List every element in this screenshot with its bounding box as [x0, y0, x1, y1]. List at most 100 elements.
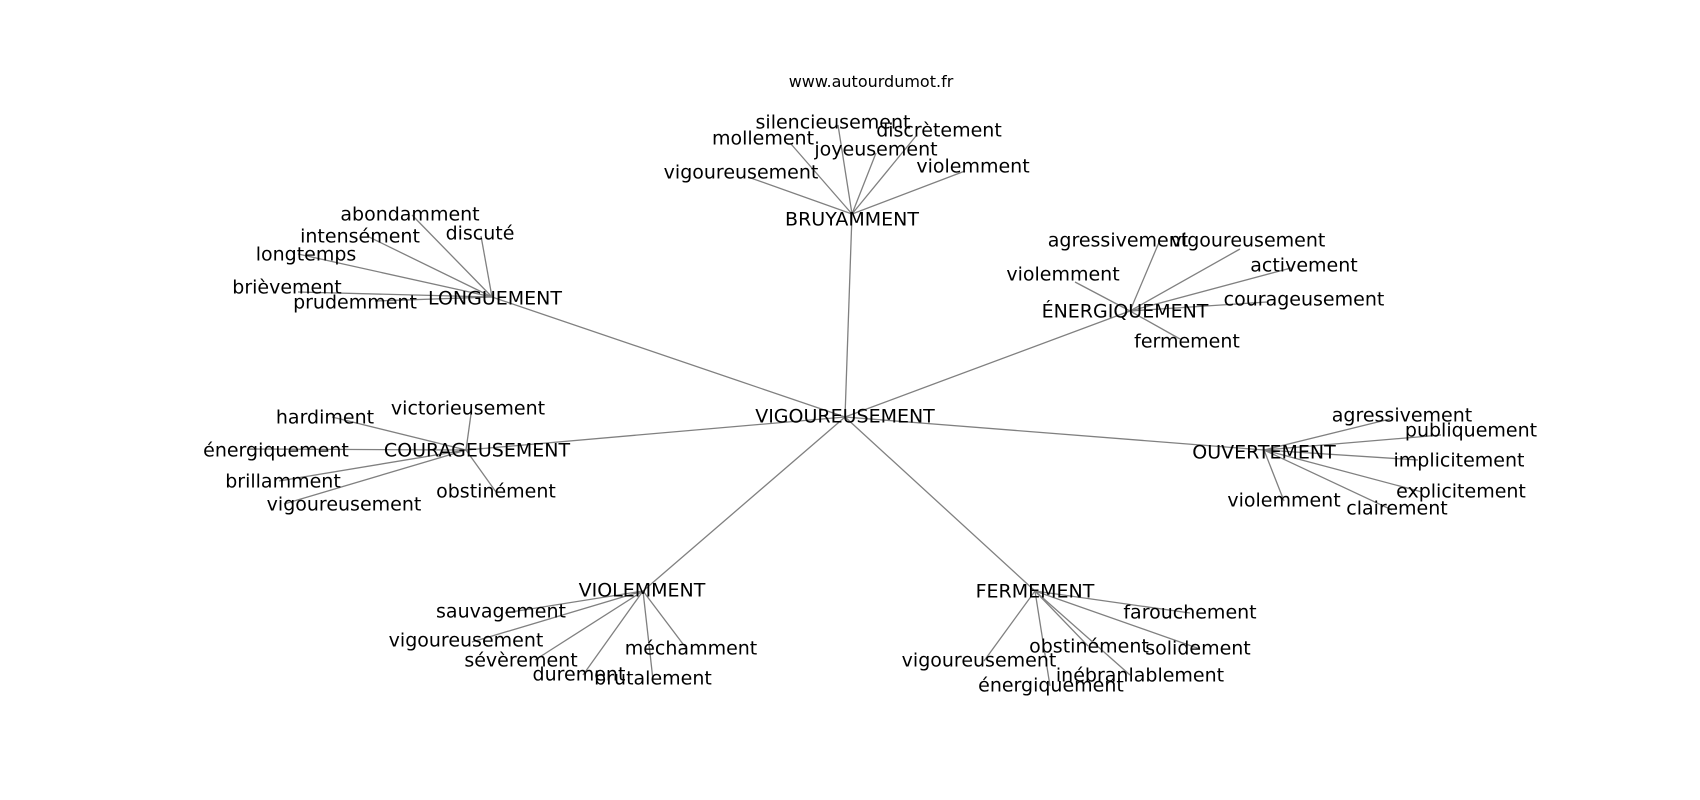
- edge-hub-0-leaf-2: [851, 135, 917, 215]
- leaf-node[interactable]: obstinément: [436, 481, 556, 503]
- edge-hub-1-leaf-2: [480, 235, 493, 298]
- leaf-node[interactable]: clairement: [1346, 498, 1447, 520]
- edge-hub-4-leaf-4: [1263, 449, 1285, 502]
- edge-hub-4-leaf-1: [1263, 434, 1442, 451]
- edge-hub-3-leaf-4: [283, 449, 467, 505]
- edge-center-to-hub-1: [491, 296, 846, 418]
- edge-hub-4-leaf-2: [1263, 449, 1419, 461]
- edge-center-to-hub-6: [844, 416, 1036, 592]
- hub-node[interactable]: BRUYAMMENT: [785, 209, 919, 231]
- leaf-node[interactable]: brièvement: [232, 277, 341, 299]
- leaf-node[interactable]: explicitement: [1396, 481, 1526, 503]
- leaf-node[interactable]: mollement: [712, 128, 814, 150]
- edge-hub-4-leaf-0: [1263, 418, 1391, 451]
- edge-hub-5-leaf-2: [534, 590, 644, 661]
- edge-center-to-hub-0: [844, 213, 853, 418]
- edge-hub-3-leaf-5: [465, 449, 497, 493]
- edge-hub-1-leaf-3: [297, 253, 493, 298]
- leaf-node[interactable]: prudemment: [293, 292, 417, 314]
- edge-center-to-hub-5: [642, 416, 846, 592]
- edge-hub-1-leaf-0: [411, 214, 493, 298]
- leaf-node[interactable]: violemment: [916, 156, 1029, 178]
- leaf-node[interactable]: vigoureusement: [664, 162, 819, 184]
- leaf-node[interactable]: violemment: [1227, 490, 1340, 512]
- leaf-node[interactable]: énergiquement: [203, 440, 349, 462]
- leaf-node[interactable]: énergiquement: [978, 675, 1124, 697]
- leaf-node[interactable]: implicitement: [1394, 450, 1525, 472]
- edge-hub-2-leaf-4: [1129, 301, 1268, 312]
- leaf-node[interactable]: joyeusement: [813, 139, 937, 161]
- edge-hub-5-leaf-4: [582, 590, 644, 676]
- leaf-node[interactable]: vigoureusement: [267, 494, 422, 516]
- leaf-node[interactable]: obstinément: [1029, 636, 1149, 658]
- center-node[interactable]: VIGOUREUSEMENT: [755, 406, 935, 428]
- edge-hub-2-leaf-0: [1129, 239, 1161, 312]
- leaf-node[interactable]: victorieusement: [391, 398, 545, 420]
- leaf-node[interactable]: sauvagement: [436, 601, 566, 623]
- edge-hub-0-leaf-4: [747, 176, 853, 215]
- leaf-node[interactable]: publiquement: [1405, 420, 1537, 442]
- leaf-node[interactable]: discrètement: [876, 120, 1002, 142]
- edge-hub-1-leaf-5: [374, 296, 493, 302]
- leaf-node[interactable]: agressivement: [1332, 405, 1473, 427]
- edge-center-to-hub-4: [844, 416, 1265, 451]
- edge-hub-1-leaf-4: [297, 291, 493, 298]
- edge-hub-6-leaf-2: [1034, 590, 1201, 650]
- leaf-node[interactable]: vigoureusement: [389, 630, 544, 652]
- graph-labels: VIGOUREUSEMENTBRUYAMMENTsilencieusementm…: [203, 112, 1537, 697]
- leaf-node[interactable]: vigoureusement: [1171, 230, 1326, 252]
- edge-hub-6-leaf-5: [1034, 590, 1051, 687]
- leaf-node[interactable]: courageusement: [1224, 289, 1385, 311]
- edge-hub-2-leaf-2: [1074, 281, 1131, 312]
- leaf-node[interactable]: violemment: [1006, 264, 1119, 286]
- hub-node[interactable]: COURAGEUSEMENT: [384, 440, 571, 462]
- leaf-node[interactable]: méchamment: [625, 638, 758, 660]
- leaf-node[interactable]: silencieusement: [756, 112, 911, 134]
- leaf-node[interactable]: fermement: [1134, 331, 1240, 353]
- leaf-node[interactable]: activement: [1250, 255, 1357, 277]
- edge-hub-5-leaf-3: [642, 590, 687, 649]
- hub-node[interactable]: VIOLEMMENT: [579, 580, 706, 602]
- leaf-node[interactable]: discuté: [446, 223, 515, 245]
- leaf-node[interactable]: brutalement: [594, 668, 712, 690]
- leaf-node[interactable]: sévèrement: [464, 650, 577, 672]
- edge-hub-3-leaf-1: [465, 413, 472, 451]
- edge-hub-0-leaf-5: [851, 170, 966, 215]
- edge-hub-6-leaf-3: [983, 590, 1036, 662]
- edge-hub-6-leaf-4: [1034, 590, 1131, 676]
- hub-node[interactable]: LONGUEMENT: [428, 288, 562, 310]
- edge-hub-5-leaf-1: [471, 590, 644, 643]
- leaf-node[interactable]: abondamment: [340, 204, 479, 226]
- leaf-node[interactable]: inébranlablement: [1056, 665, 1224, 687]
- site-caption[interactable]: www.autourdumot.fr: [788, 72, 954, 91]
- edge-hub-5-leaf-5: [642, 590, 654, 681]
- edge-hub-2-leaf-3: [1129, 267, 1292, 312]
- leaf-node[interactable]: intensément: [300, 226, 420, 248]
- leaf-node[interactable]: vigoureusement: [902, 650, 1057, 672]
- edge-hub-2-leaf-1: [1129, 248, 1241, 312]
- leaf-node[interactable]: longtemps: [256, 244, 357, 266]
- edge-hub-4-leaf-5: [1263, 449, 1393, 511]
- edge-hub-1-leaf-1: [366, 235, 493, 298]
- edge-center-to-hub-3: [465, 416, 846, 451]
- edge-hub-0-leaf-3: [851, 152, 877, 215]
- hub-node[interactable]: FERMEMENT: [976, 581, 1095, 603]
- edge-center-to-hub-2: [844, 310, 1131, 418]
- leaf-node[interactable]: solidement: [1145, 638, 1251, 660]
- edge-hub-4-leaf-3: [1263, 449, 1423, 493]
- leaf-node[interactable]: brillamment: [225, 471, 341, 493]
- hub-node[interactable]: OUVERTEMENT: [1192, 442, 1336, 464]
- edge-hub-5-leaf-0: [504, 590, 644, 614]
- graph-edges: [248, 124, 1442, 687]
- hub-node[interactable]: ÉNERGIQUEMENT: [1042, 300, 1209, 323]
- leaf-node[interactable]: hardiment: [276, 407, 374, 429]
- edge-hub-6-leaf-1: [1034, 590, 1089, 647]
- leaf-node[interactable]: agressivement: [1048, 230, 1189, 252]
- edge-hub-0-leaf-0: [837, 124, 853, 215]
- leaf-node[interactable]: durement: [533, 664, 626, 686]
- edge-hub-6-leaf-0: [1034, 590, 1191, 614]
- leaf-node[interactable]: farouchement: [1123, 602, 1256, 624]
- edge-hub-3-leaf-0: [331, 416, 467, 451]
- edge-hub-3-leaf-3: [278, 449, 467, 482]
